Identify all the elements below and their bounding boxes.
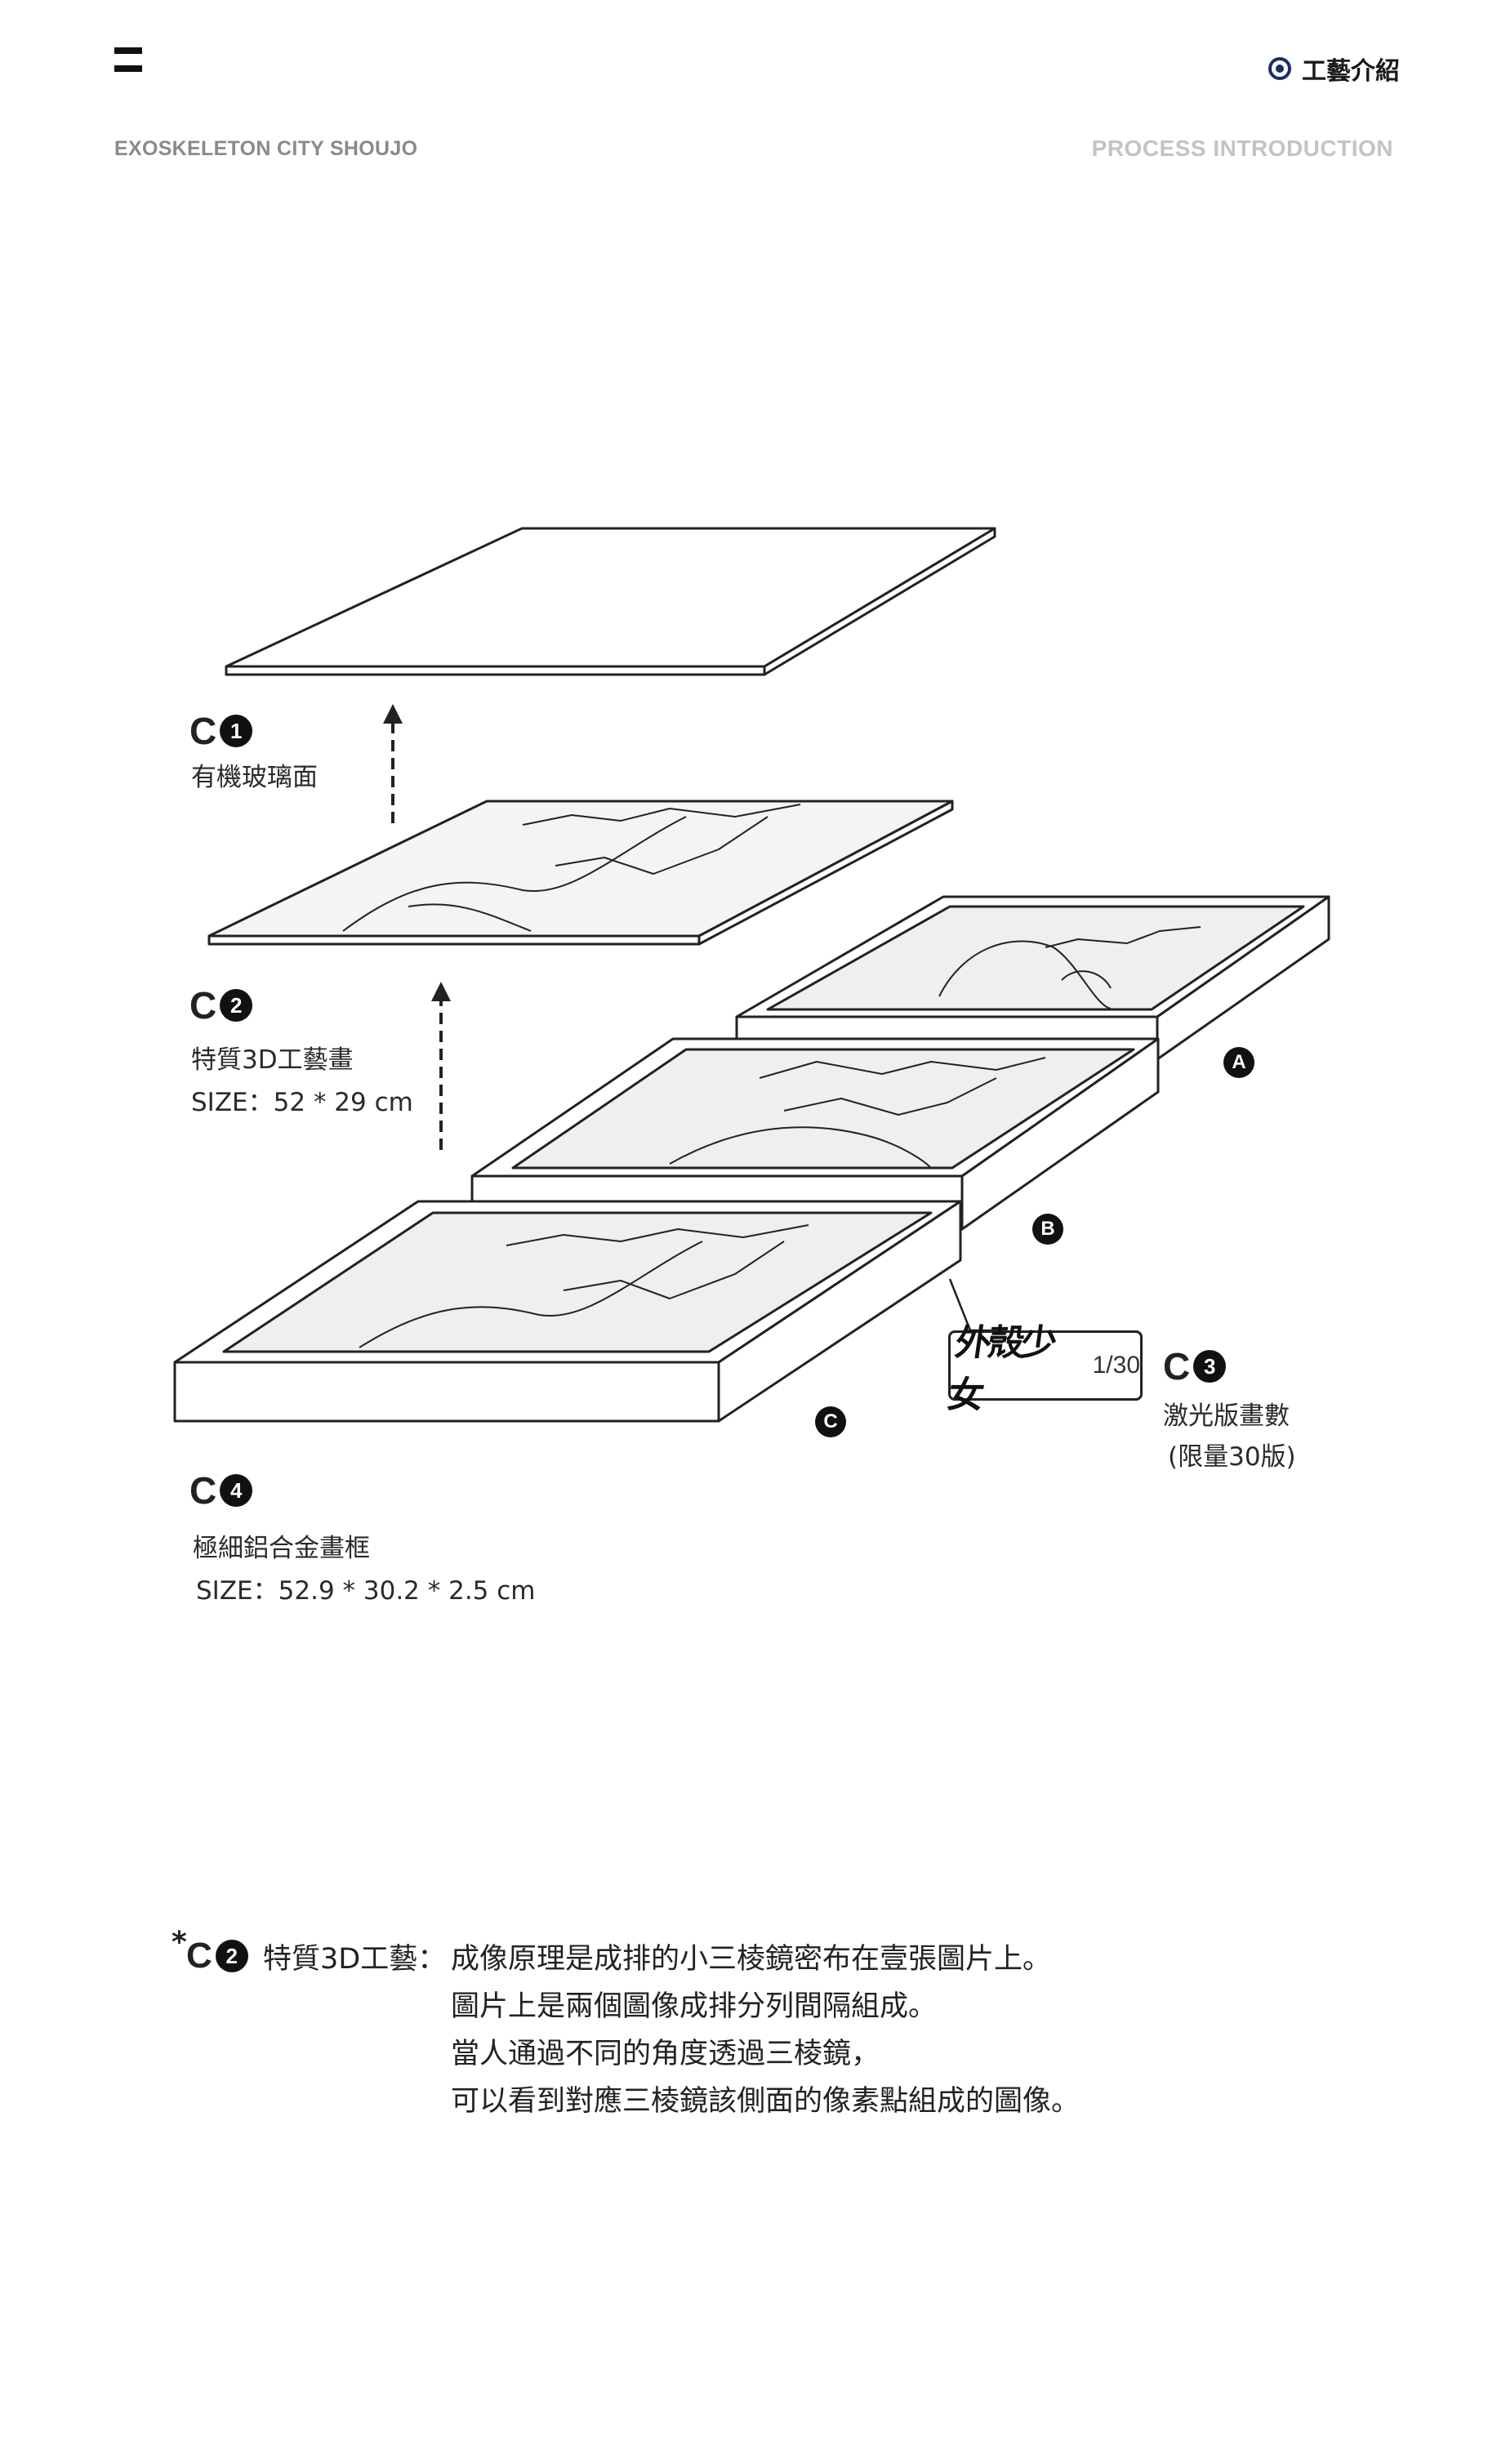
- variant-badge-c: C: [815, 1406, 846, 1437]
- layer-size-c2: SIZE：52 * 29 cm: [191, 1088, 413, 1117]
- footnote-line: 可以看到對應三棱鏡該側面的像素點組成的圖像。: [451, 2085, 1080, 2118]
- acrylic-sheet: [225, 527, 996, 676]
- layer-num: 2: [220, 989, 253, 1022]
- frame-c: [173, 1200, 962, 1423]
- brand-name: EXOSKELETON CITY SHOUJO: [114, 137, 418, 160]
- edition-callout: 外殼少女 1/30: [945, 1322, 1143, 1416]
- footnote-line: 當人通過不同的角度透過三棱鏡，: [451, 2038, 880, 2070]
- art-sheet: [207, 800, 954, 946]
- page-subtitle: PROCESS INTRODUCTION: [1091, 136, 1393, 161]
- section-title: 工藝介紹: [1302, 57, 1400, 86]
- section-nav[interactable]: 工藝介紹: [1268, 51, 1400, 87]
- footnote-line: 圖片上是兩個圖像成排分列間隔組成。: [451, 1990, 938, 2023]
- layer-name-c3: 激光版畫數: [1163, 1401, 1290, 1431]
- edition-logo: 外殼少女: [945, 1322, 1057, 1416]
- frame-a: [735, 895, 1330, 1061]
- layer-extra-c3: (限量30版): [1168, 1442, 1296, 1472]
- layer-num: 4: [220, 1474, 253, 1507]
- variant-badge-a: A: [1223, 1047, 1254, 1078]
- layer-num: 3: [1193, 1350, 1227, 1383]
- layer-num: 1: [220, 715, 253, 747]
- edition-count: 1/30: [1092, 1352, 1140, 1379]
- footnote-star: *: [172, 1926, 187, 1959]
- layer-name-c4: 極細鋁合金畫框: [193, 1534, 370, 1563]
- footnote-line: 成像原理是成排的小三棱鏡密布在壹張圖片上。: [451, 1943, 1052, 1976]
- layer-name-c2: 特質3D工藝畫: [191, 1045, 354, 1075]
- layer-name-c1: 有機玻璃面: [191, 763, 318, 792]
- footnote-label: 特質3D工藝：: [263, 1943, 447, 1976]
- menu-icon[interactable]: [114, 47, 142, 74]
- footnote-body: 成像原理是成排的小三棱鏡密布在壹張圖片上。 圖片上是兩個圖像成排分列間隔組成。 …: [451, 1936, 1080, 2125]
- variant-badge-b: B: [1032, 1214, 1063, 1245]
- layer-size-c4: SIZE：52.9 * 30.2 * 2.5 cm: [196, 1576, 536, 1606]
- footnote-num: 2: [215, 1940, 248, 1972]
- target-icon: [1268, 57, 1291, 80]
